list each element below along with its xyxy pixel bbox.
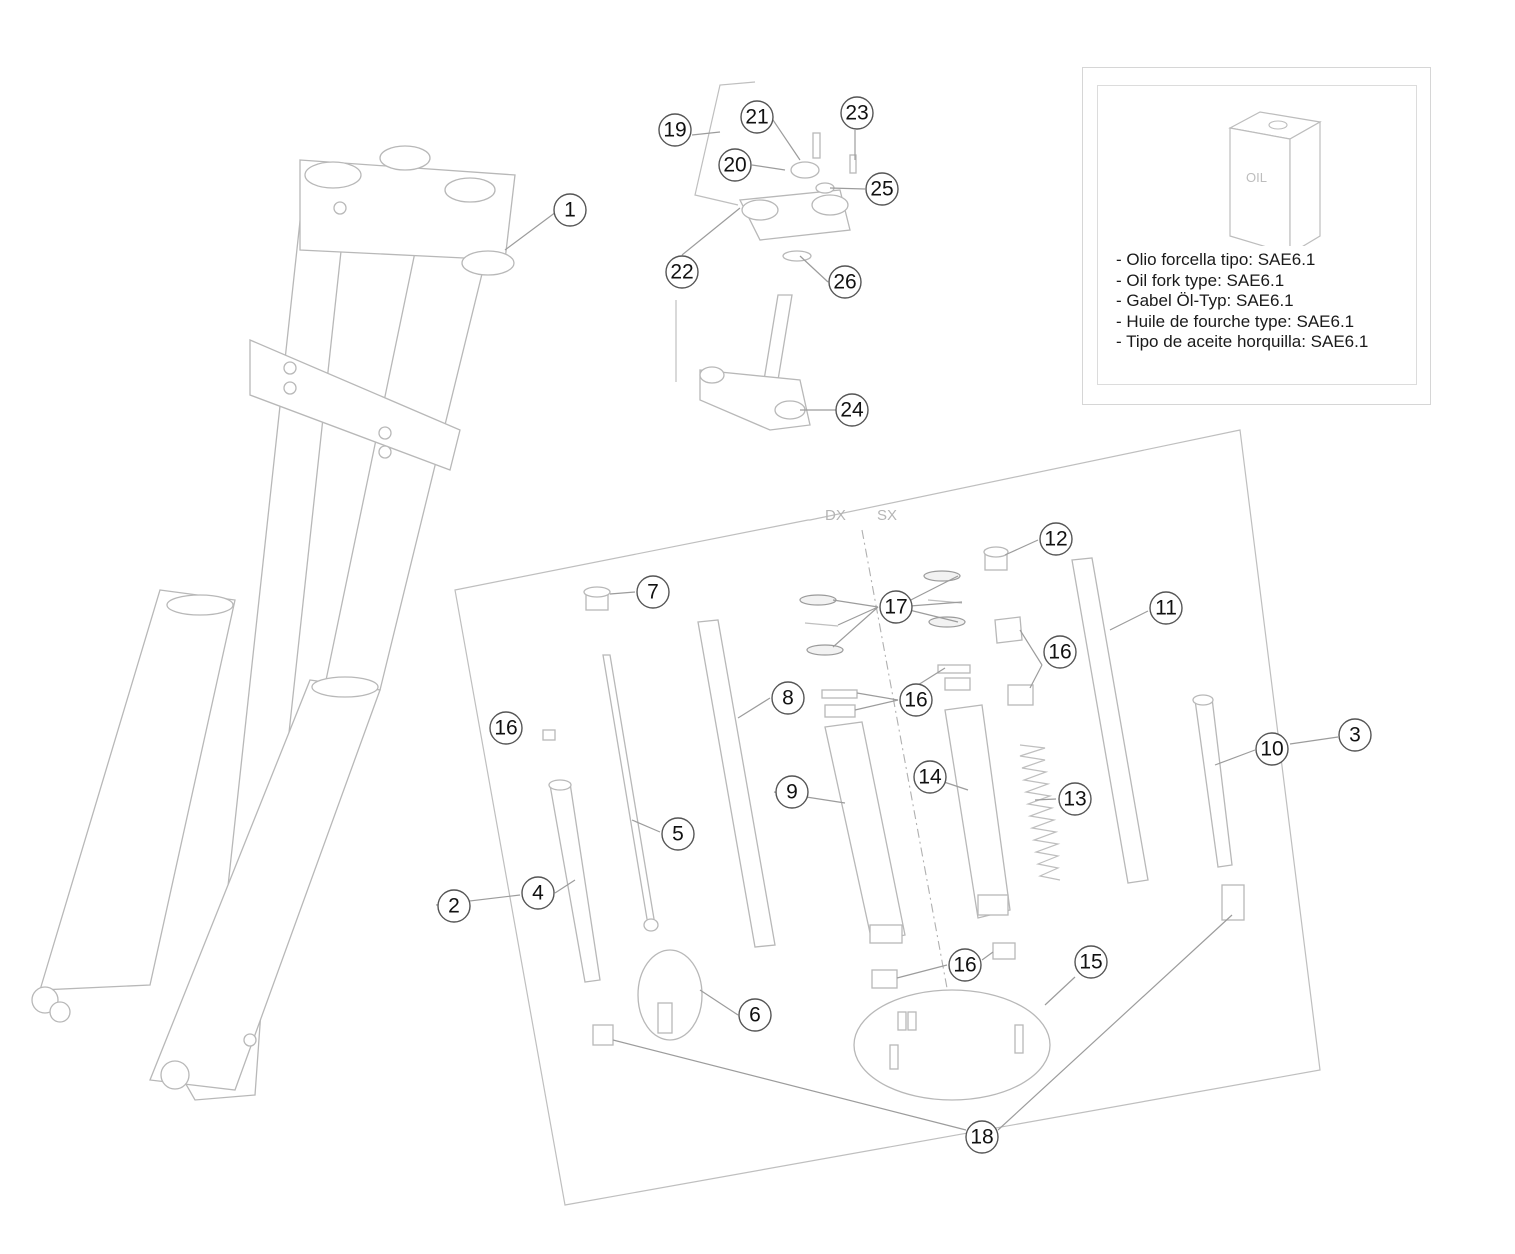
callout-23: 23 <box>840 96 874 130</box>
callout-21: 21 <box>740 100 774 134</box>
callout-13: 13 <box>1058 782 1092 816</box>
callout-18: 18 <box>965 1120 999 1154</box>
assembled-fork-illustration <box>31 145 516 1101</box>
oil-spec-spanish: - Tipo de aceite horquilla: SAE6.1 <box>1116 332 1369 351</box>
callout-label: 1 <box>564 199 576 222</box>
callout-12: 12 <box>1039 522 1073 556</box>
oil-can-icon: OIL <box>1228 111 1322 246</box>
oil-spec-german: - Gabel Öl-Typ: SAE6.1 <box>1116 291 1294 310</box>
callout-label: 14 <box>918 766 942 789</box>
callout-label: 15 <box>1079 951 1102 974</box>
side-label-sx: SX <box>877 507 897 524</box>
callout-label: 25 <box>870 178 893 201</box>
oil-spec-italian: - Olio forcella tipo: SAE6.1 <box>1116 250 1316 269</box>
callout-17: 17 <box>879 590 913 624</box>
callout-label: 22 <box>670 261 693 284</box>
callout-8: 8 <box>771 681 805 715</box>
callout-label: 5 <box>672 823 684 846</box>
callout-label: 12 <box>1044 528 1067 551</box>
callout-25: 25 <box>865 172 899 206</box>
callout-label: 24 <box>840 399 864 422</box>
callout-10: 10 <box>1255 732 1289 766</box>
callout-label: 8 <box>782 687 794 710</box>
callout-11: 11 <box>1149 591 1183 625</box>
callout-6: 6 <box>738 998 772 1032</box>
callout-label: 10 <box>1260 738 1283 761</box>
exploded-view-frame <box>454 429 1321 1206</box>
callout-label: 16 <box>1048 641 1071 664</box>
side-label-dx: DX <box>825 507 846 524</box>
callout-16b: 16 <box>899 683 933 717</box>
callout-label: 16 <box>494 717 517 740</box>
callout-label: 3 <box>1349 724 1361 747</box>
oil-can-label: OIL <box>1246 170 1267 185</box>
oil-spec-english: - Oil fork type: SAE6.1 <box>1116 270 1285 290</box>
callout-24: 24 <box>835 393 869 427</box>
exploded-parts <box>542 546 1245 1101</box>
callout-label: 16 <box>953 954 976 977</box>
callout-4: 4 <box>521 876 555 910</box>
callout-label: 2 <box>448 895 460 918</box>
callout-label: 18 <box>970 1126 993 1149</box>
callout-label: 23 <box>845 102 868 125</box>
callout-label: 21 <box>745 106 768 129</box>
oil-spec-inner-frame: OIL - Olio forcella tipo: SAE6.1 - Oil f… <box>1097 85 1417 385</box>
callout-label: 11 <box>1155 597 1177 620</box>
callout-label: 6 <box>749 1004 761 1027</box>
callout-label: 9 <box>786 781 798 804</box>
leader-lines <box>435 119 1339 1131</box>
callout-19: 19 <box>658 113 692 147</box>
callout-20: 20 <box>718 148 752 182</box>
oil-spec-list: - Olio forcella tipo: SAE6.1 - Oil fork … <box>1116 250 1368 353</box>
callout-7: 7 <box>636 575 670 609</box>
callout-26: 26 <box>828 265 862 299</box>
callout-label: 4 <box>532 882 544 905</box>
callout-label: 26 <box>833 271 856 294</box>
callout-16d: 16 <box>948 948 982 982</box>
oil-spec-french: - Huile de fourche type: SAE6.1 <box>1116 311 1355 331</box>
callout-1: 1 <box>553 193 587 227</box>
callout-label: 17 <box>884 596 907 619</box>
callout-label: 7 <box>647 581 659 604</box>
callout-label: 16 <box>904 689 927 712</box>
callout-label: 13 <box>1063 788 1086 811</box>
callout-3: 3 <box>1338 718 1372 752</box>
callout-label: 20 <box>723 154 746 177</box>
callout-2: 2 <box>437 889 471 923</box>
callout-16a: 16 <box>489 711 523 745</box>
callout-5: 5 <box>661 817 695 851</box>
callout-label: 19 <box>663 119 686 142</box>
callout-15: 15 <box>1074 945 1108 979</box>
callout-16c: 16 <box>1043 635 1077 669</box>
steering-clamp-illustration <box>675 81 857 431</box>
oil-spec-box: OIL - Olio forcella tipo: SAE6.1 - Oil f… <box>1082 67 1431 405</box>
callout-9: 9 <box>775 775 809 809</box>
callout-14: 14 <box>913 760 947 794</box>
callout-22: 22 <box>665 255 699 289</box>
